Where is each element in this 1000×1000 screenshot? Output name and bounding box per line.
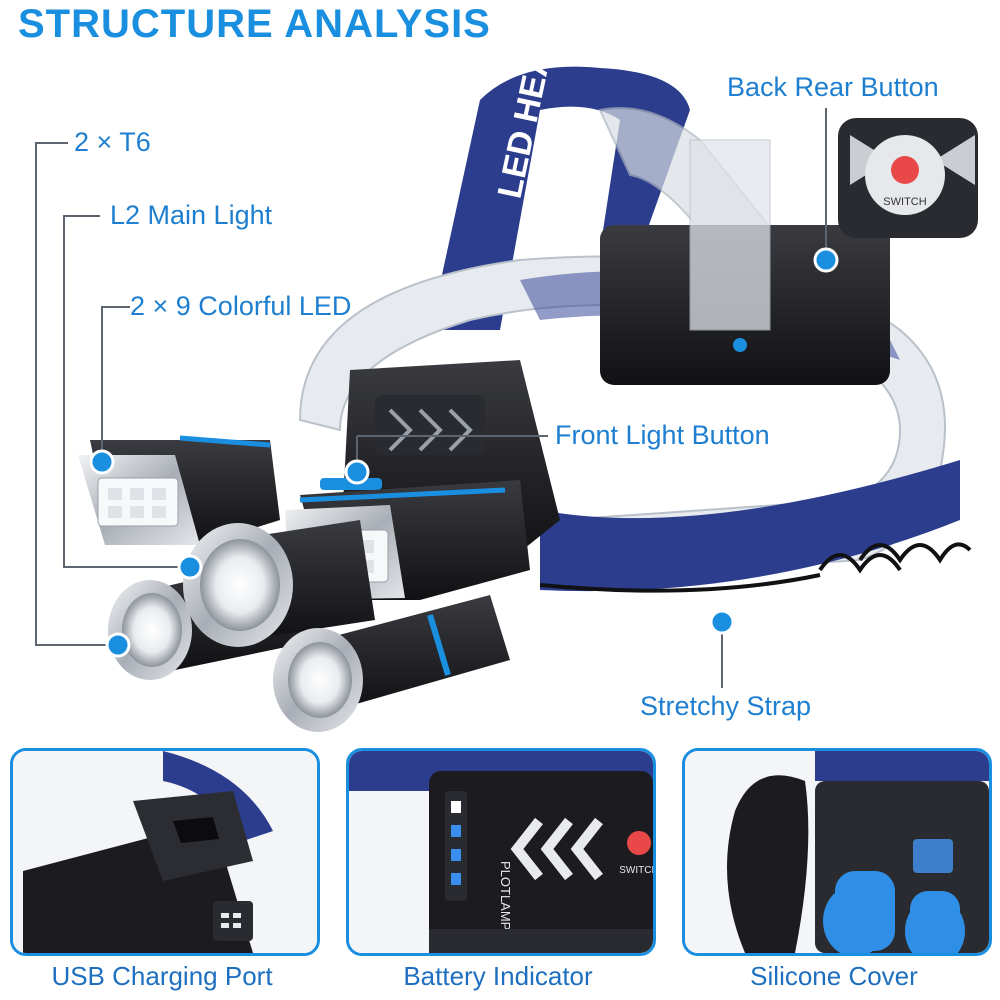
callout-main-light: L2 Main Light [110, 200, 273, 230]
silicone-cover-image [685, 751, 989, 953]
callout-front-button: Front Light Button [555, 420, 770, 450]
headlamp-illustration: LED HEADLAMP [35, 66, 978, 732]
silicone-cover-panel [682, 748, 992, 956]
switch-label: SWITCH [883, 196, 926, 208]
usb-port-panel [10, 748, 320, 956]
callout-t6: 2 × T6 [74, 127, 151, 157]
callout-lines [35, 108, 827, 688]
coiled-cable [539, 542, 972, 593]
callout-strap: Stretchy Strap [640, 691, 812, 721]
caption-battery-indicator: Battery Indicator [403, 961, 593, 991]
back-button-zoom: SWITCH [838, 118, 978, 238]
caption-usb-port: USB Charging Port [51, 961, 273, 991]
brand-label: PLOTLAMP [498, 861, 513, 930]
usb-port-image [13, 751, 317, 953]
right-t6-lens [273, 595, 510, 732]
left-cob-panel [78, 435, 280, 545]
battery-indicator-image: SWITCH PLOTLAMP [349, 751, 653, 953]
panel-switch-label: SWITCH [619, 865, 653, 876]
caption-silicone-cover: Silicone Cover [750, 961, 918, 991]
callout-dots [89, 247, 839, 658]
battery-indicator-panel: SWITCH PLOTLAMP [346, 748, 656, 956]
page-title: STRUCTURE ANALYSIS [18, 2, 491, 46]
callout-back-button: Back Rear Button [727, 72, 939, 102]
main-light-lens [183, 520, 375, 647]
callout-colorful-led: 2 × 9 Colorful LED [130, 291, 352, 321]
